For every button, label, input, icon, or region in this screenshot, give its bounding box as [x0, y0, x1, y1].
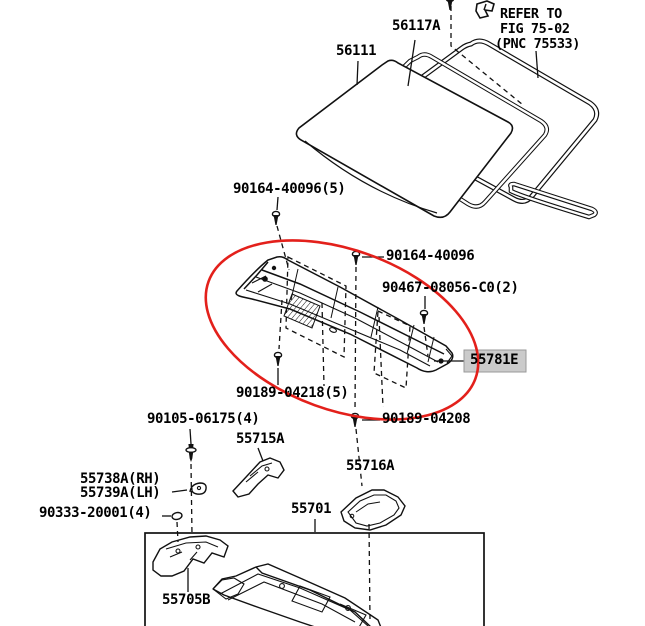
part-label-55739a-lh[interactable]: 55739A(LH) [80, 485, 161, 501]
weatherstrip-outline [371, 38, 600, 220]
part-label-56111[interactable]: 56111 [336, 43, 377, 59]
part-label-56117a[interactable]: 56117A [392, 18, 441, 34]
highlight-ellipse [204, 239, 480, 421]
part-label-90164-40096-qty[interactable]: 90164-40096(5) [233, 181, 346, 197]
part-label-55738a-rh[interactable]: 55738A(RH) [80, 471, 161, 487]
panel-55716a-shape [340, 489, 406, 531]
screw-icon [351, 250, 361, 266]
part-label-55705b[interactable]: 55705B [162, 592, 211, 608]
part-label-55716a[interactable]: 55716A [346, 458, 395, 474]
clip-55738a-shape [189, 482, 207, 495]
part-label-90189-04218-qty[interactable]: 90189-04218(5) [236, 385, 349, 401]
clip-icon [475, 0, 495, 19]
screw-icon [419, 309, 429, 325]
part-label-90164-40096[interactable]: 90164-40096 [386, 248, 475, 264]
brace-55715a-shape [232, 457, 285, 498]
selected-part-highlight-box[interactable] [463, 349, 527, 373]
note-refer-line3: (PNC 75533) [495, 36, 581, 52]
grommet-icon [171, 511, 183, 521]
part-label-55701[interactable]: 55701 [291, 501, 332, 517]
bracket-55705b-shape [152, 535, 229, 577]
part-label-55715a[interactable]: 55715A [236, 431, 285, 447]
screw-icon [445, 0, 455, 11]
note-refer-line1: REFER TO [500, 6, 562, 22]
part-label-90467-08056[interactable]: 90467-08056-C0(2) [382, 280, 519, 296]
cowl-louver-shape [235, 256, 454, 373]
screw-icon [271, 210, 281, 226]
screw-icon [273, 351, 283, 367]
bolt-icon [185, 443, 197, 463]
note-refer-line2: FIG 75-02 [500, 21, 570, 37]
cowl-panel-55701-shape [212, 563, 382, 626]
part-label-90189-04208[interactable]: 90189-04208 [382, 411, 471, 427]
detail-box [144, 532, 485, 626]
part-label-90333-20001-qty[interactable]: 90333-20001(4) [39, 505, 152, 521]
part-label-55781e-selected[interactable]: 55781E [470, 352, 519, 368]
part-label-90105-06175-qty[interactable]: 90105-06175(4) [147, 411, 260, 427]
windshield-glass-shape [295, 59, 514, 219]
assembly-dashed-lines [176, 6, 524, 621]
